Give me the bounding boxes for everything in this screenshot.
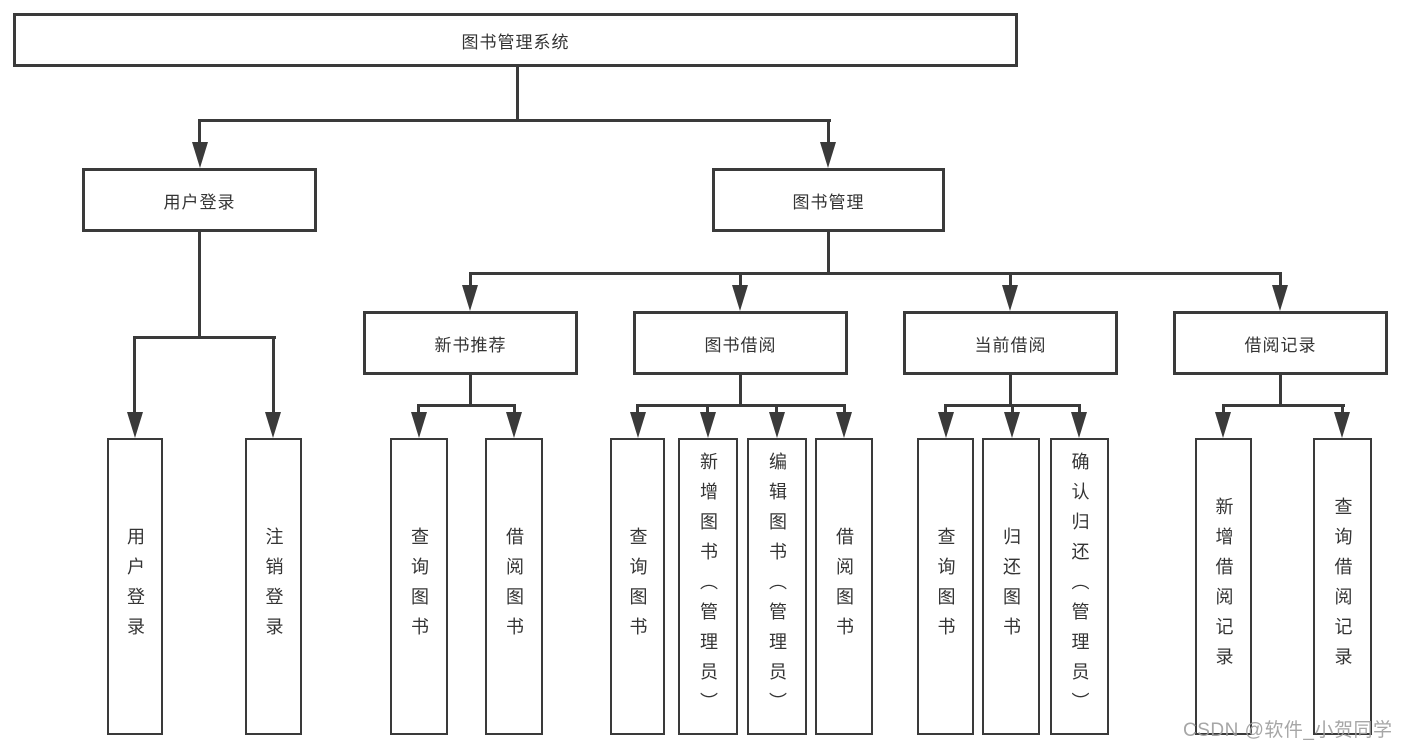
connector-borrow-down (739, 375, 742, 406)
leaf-borrow-book-rec-label: 借阅图书 (504, 526, 524, 647)
connector-leaf-borrow-book-stem (843, 404, 846, 414)
connector-login-down (198, 232, 201, 338)
connector-level2-hline (198, 119, 831, 122)
connector-leaf-logout-stem (272, 336, 275, 414)
arrow-book-borrow (732, 285, 748, 311)
arrow-leaf-query-current (938, 412, 954, 438)
connector-record-hline (1222, 404, 1345, 407)
connector-borrow-record-stem (1279, 272, 1282, 286)
connector-leaf-edit-book-stem (775, 404, 778, 414)
node-borrow-record-label: 借阅记录 (1244, 335, 1317, 355)
connector-leaf-user-login-stem (133, 336, 136, 414)
connector-leaf-query-borrow-stem (636, 404, 639, 414)
connector-rec-down (469, 375, 472, 406)
leaf-confirm-return-admin: 确认归还（管理员） (1050, 438, 1109, 735)
connector-leaf-borrow-rec-stem (513, 404, 516, 414)
connector-record-down (1279, 375, 1282, 406)
connector-rec-hline (417, 404, 516, 407)
leaf-add-book-admin-label: 新增图书（管理员） (698, 451, 718, 722)
leaf-add-borrow-record-label: 新增借阅记录 (1213, 496, 1234, 677)
arrow-leaf-logout (265, 412, 281, 438)
leaf-edit-book-admin: 编辑图书（管理员） (747, 438, 807, 735)
arrow-new-book-rec (462, 285, 478, 311)
csdn-watermark: CSDN @软件_小贺同学 (1183, 720, 1393, 741)
node-borrow-record: 借阅记录 (1173, 311, 1388, 375)
leaf-logout: 注销登录 (245, 438, 302, 735)
arrow-borrow-record (1272, 285, 1288, 311)
node-user-login: 用户登录 (82, 168, 317, 232)
node-current-borrow-label: 当前借阅 (974, 335, 1047, 355)
leaf-add-book-admin: 新增图书（管理员） (678, 438, 738, 735)
connector-new-book-rec-stem (469, 272, 472, 286)
leaf-borrow-book-rec: 借阅图书 (485, 438, 543, 735)
connector-leaf-query-current-stem (944, 404, 947, 414)
arrow-leaf-borrow-book (836, 412, 852, 438)
connector-leaf-query-record-stem (1341, 404, 1344, 414)
leaf-query-borrow-record-label: 查询借阅记录 (1332, 496, 1353, 677)
node-new-book-rec-label: 新书推荐 (434, 335, 507, 355)
connector-level3-hline (469, 272, 1282, 275)
leaf-add-borrow-record: 新增借阅记录 (1195, 438, 1252, 735)
connector-leaf-query-rec-stem (417, 404, 420, 414)
arrow-leaf-confirm (1071, 412, 1087, 438)
arrow-leaf-borrow-rec (506, 412, 522, 438)
leaf-borrow-book-borrow: 借阅图书 (815, 438, 873, 735)
arrow-leaf-query-rec (411, 412, 427, 438)
leaf-query-borrow-record: 查询借阅记录 (1313, 438, 1372, 735)
node-book-mgmt-label: 图书管理 (792, 192, 865, 212)
leaf-user-login: 用户登录 (107, 438, 163, 735)
arrow-leaf-add-book (700, 412, 716, 438)
leaf-return-book: 归还图书 (982, 438, 1040, 735)
node-book-mgmt: 图书管理 (712, 168, 945, 232)
connector-current-borrow-stem (1009, 272, 1012, 286)
arrow-current-borrow (1002, 285, 1018, 311)
leaf-logout-label: 注销登录 (263, 526, 284, 647)
connector-user-login-stem (198, 119, 201, 143)
arrow-book-mgmt (820, 142, 836, 168)
arrow-user-login (192, 142, 208, 168)
node-book-borrow: 图书借阅 (633, 311, 848, 375)
arrow-leaf-add-record (1215, 412, 1231, 438)
node-user-login-label: 用户登录 (163, 192, 236, 212)
node-book-borrow-label: 图书借阅 (704, 335, 777, 355)
connector-leaf-add-record-stem (1222, 404, 1225, 414)
arrow-leaf-query-borrow (630, 412, 646, 438)
leaf-return-book-label: 归还图书 (1001, 526, 1021, 647)
connector-borrow-hline (636, 404, 846, 407)
node-current-borrow: 当前借阅 (903, 311, 1118, 375)
connector-leaf-add-book-stem (706, 404, 709, 414)
arrow-leaf-return (1004, 412, 1020, 438)
node-root: 图书管理系统 (13, 13, 1018, 67)
leaf-edit-book-admin-label: 编辑图书（管理员） (767, 451, 787, 722)
connector-current-down (1009, 375, 1012, 406)
leaf-borrow-book-borrow-label: 借阅图书 (834, 526, 854, 647)
leaf-query-book-rec: 查询图书 (390, 438, 448, 735)
arrow-leaf-edit-book (769, 412, 785, 438)
leaf-query-book-borrow-label: 查询图书 (627, 526, 648, 647)
arrow-leaf-query-record (1334, 412, 1350, 438)
arrow-leaf-user-login (127, 412, 143, 438)
leaf-confirm-return-admin-label: 确认归还（管理员） (1069, 451, 1090, 722)
connector-root-stem (516, 67, 519, 122)
leaf-query-book-borrow: 查询图书 (610, 438, 665, 735)
connector-book-mgmt-stem (827, 119, 830, 143)
leaf-query-book-rec-label: 查询图书 (409, 526, 429, 647)
connector-mgmt-down (827, 232, 830, 274)
connector-leaf-return-stem (1011, 404, 1014, 414)
node-new-book-rec: 新书推荐 (363, 311, 578, 375)
connector-leaf-confirm-stem (1078, 404, 1081, 414)
node-root-label: 图书管理系统 (461, 32, 570, 52)
leaf-query-book-current-label: 查询图书 (935, 526, 956, 647)
connector-book-borrow-stem (739, 272, 742, 286)
leaf-query-book-current: 查询图书 (917, 438, 974, 735)
connector-login-hline (134, 336, 276, 339)
leaf-user-login-label: 用户登录 (125, 526, 145, 647)
